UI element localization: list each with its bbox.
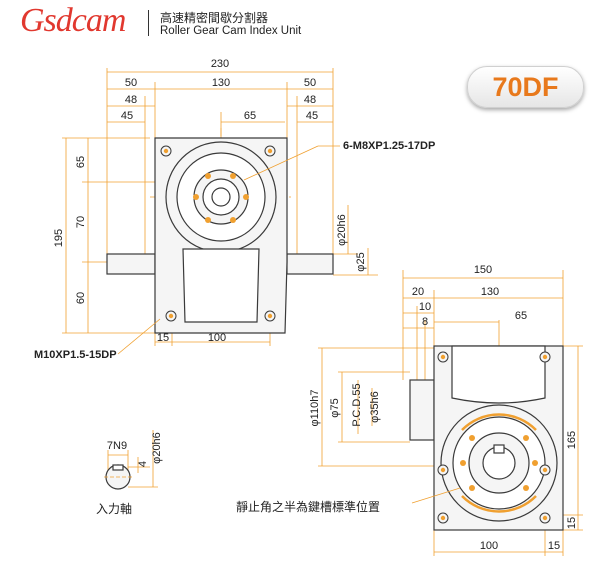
dim-side-150: 150 [474,264,492,276]
dim-side-15: 15 [548,540,560,552]
dim-front-65: 65 [244,110,256,122]
dim-side-10: 10 [419,301,431,313]
dim-front-50-right: 50 [304,77,316,89]
dim-side-15-vertical: 15 [566,517,578,529]
dim-side-165: 165 [566,431,578,449]
dim-side-8: 8 [422,316,428,328]
company-name-en: Roller Gear Cam Index Unit [160,25,302,37]
dim-front-45-right: 45 [306,110,318,122]
dim-front-70: 70 [75,216,87,228]
dim-side-100: 100 [480,540,498,552]
dim-front-50-left: 50 [125,77,137,89]
header-divider [148,10,149,36]
dim-front-15: 15 [157,332,169,344]
dim-front-45-left: 45 [121,110,133,122]
dim-front-60: 60 [75,292,87,304]
front-view: 230 50 130 50 48 48 45 45 65 195 65 70 6… [34,58,435,361]
dim-side-35h6: φ35h6 [369,391,381,423]
dim-side-130: 130 [481,286,499,298]
dim-front-48-left: 48 [125,94,137,106]
callout-tap-holes-bottom: M10XP1.5-15DP [34,349,117,361]
dim-side-75: φ75 [329,398,341,417]
dim-side-pcd55: P.C.D.55 [351,383,363,426]
dim-front-48-right: 48 [304,94,316,106]
dim-front-230: 230 [211,58,229,70]
dim-front-130: 130 [212,77,230,89]
brand-logo: Gsdcam [20,2,126,39]
dim-shaft-7n9: 7N9 [107,440,127,452]
side-view: 150 20 130 10 8 65 φ110h7 φ75 P.C.D.55 φ… [236,264,583,556]
dim-side-20: 20 [412,286,424,298]
company-name-zh: 高速精密間歇分割器 [160,11,269,25]
note-keyway-position: 靜止角之半為鍵槽標準位置 [236,499,380,514]
dim-front-shaft-20h6: φ20h6 [336,214,348,246]
dim-front-65-vertical: 65 [75,156,87,168]
model-label: 70DF [492,72,559,102]
dim-side-110h7: φ110h7 [309,390,321,427]
callout-tap-holes-top: 6-M8XP1.25-17DP [343,140,435,152]
dim-side-65: 65 [515,310,527,322]
dim-front-25: φ25 [355,252,367,271]
dim-front-100: 100 [208,332,226,344]
header: Gsdcam 高速精密間歇分割器 Roller Gear Cam Index U… [0,0,613,46]
model-badge: 70DF [467,66,584,108]
dim-front-195: 195 [53,229,65,247]
input-shaft-label: 入力軸 [96,502,132,516]
dim-shaft-4: 4 [137,461,149,467]
dim-shaft-20h6: φ20h6 [151,432,163,464]
shaft-detail: 7N9 4 φ20h6 入力軸 [96,430,163,516]
